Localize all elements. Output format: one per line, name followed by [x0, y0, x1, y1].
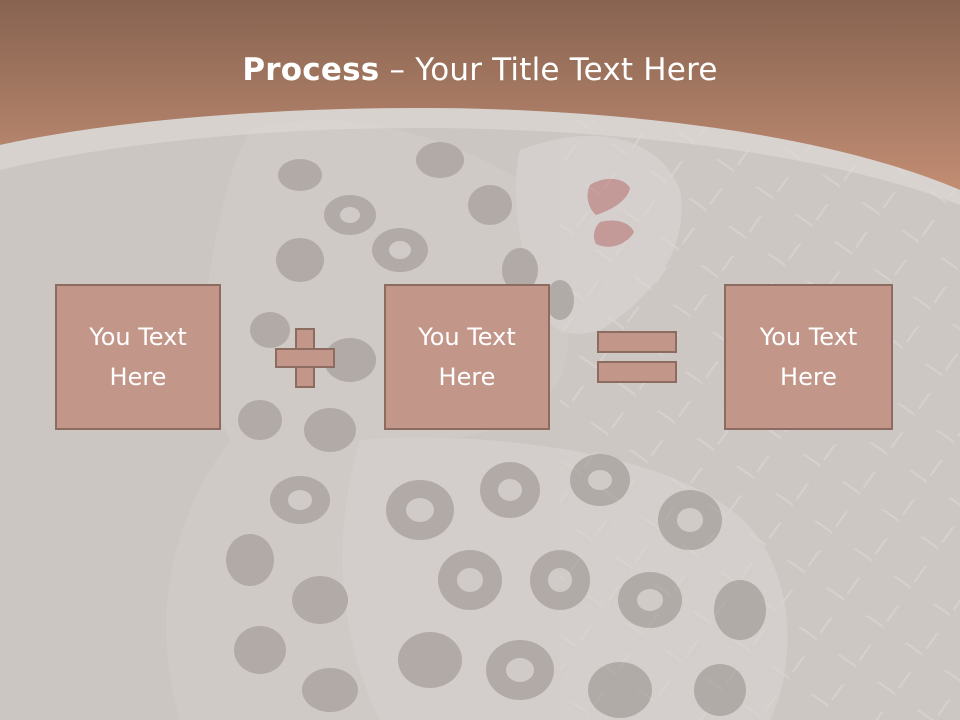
process-box-line-1: You Text	[418, 323, 516, 351]
process-box-text: You Text Here	[402, 317, 532, 397]
equals-icon	[597, 331, 677, 383]
process-box-3[interactable]: You Text Here	[724, 284, 893, 430]
process-box-line-2: Here	[438, 363, 496, 391]
title-bold-part: Process	[242, 52, 380, 88]
process-box-line-1: You Text	[759, 323, 858, 351]
process-box-text: You Text Here	[73, 317, 203, 397]
process-box-line-2: Here	[780, 363, 837, 391]
slide-title: Process – Your Title Text Here	[0, 52, 960, 88]
plus-icon	[275, 328, 335, 388]
process-box-2[interactable]: You Text Here	[384, 284, 550, 430]
title-dash: –	[379, 52, 416, 88]
process-box-line-1: You Text	[89, 323, 187, 351]
title-rest: Your Title Text Here	[415, 52, 718, 88]
process-box-text: You Text Here	[744, 317, 874, 397]
process-box-line-2: Here	[109, 363, 167, 391]
process-box-1[interactable]: You Text Here	[55, 284, 221, 430]
